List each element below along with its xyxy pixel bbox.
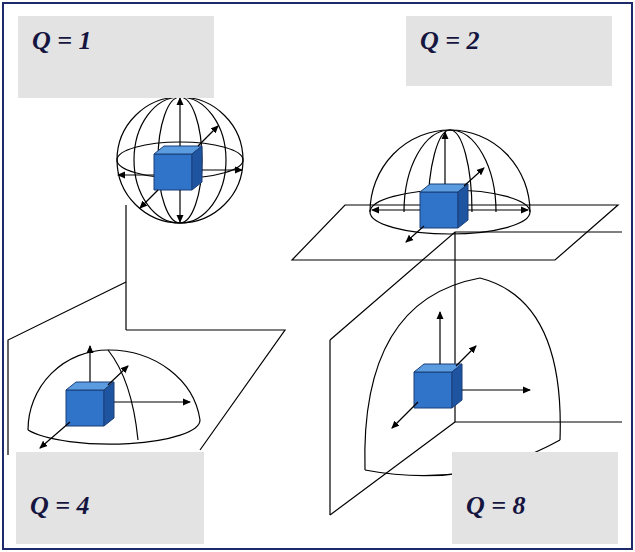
q-value: Q = 4 — [30, 491, 90, 521]
q-value: Q = 8 — [466, 491, 526, 521]
quarter-sphere — [28, 350, 200, 444]
label-box: Q = 2 — [406, 16, 612, 86]
label-box: Q = 4 — [16, 452, 204, 544]
full-sphere — [117, 97, 243, 223]
radiation-arrows — [118, 98, 242, 222]
label-box: Q = 8 — [452, 452, 618, 544]
hemisphere — [370, 130, 530, 234]
q-value: Q = 1 — [32, 26, 92, 56]
frame-border — [3, 3, 632, 549]
q-value: Q = 2 — [420, 26, 480, 56]
eighth-sphere — [365, 278, 560, 476]
label-box: Q = 1 — [18, 16, 214, 98]
wall-floor-planes — [8, 282, 285, 455]
